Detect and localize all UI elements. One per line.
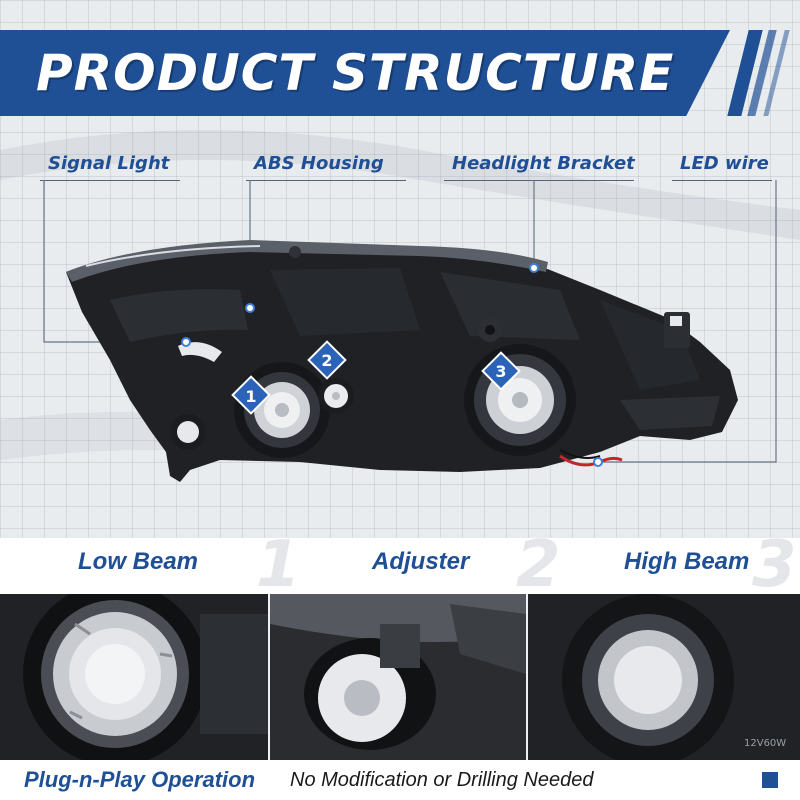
closeup-low-beam (0, 594, 268, 760)
label-signal-light: Signal Light (48, 153, 170, 174)
bulb-rating-text: 12V60W (744, 738, 786, 749)
abs-housing-dot (245, 303, 255, 313)
signal-socket (170, 414, 206, 450)
label-led-wire: LED wire (680, 153, 769, 174)
marker-3-label: 3 (495, 362, 506, 381)
label-underline (246, 180, 406, 181)
feature-number-2: 2 (516, 528, 561, 602)
led-wire-dot (593, 457, 603, 467)
feature-number-3: 3 (752, 528, 797, 602)
footer (0, 760, 800, 800)
footer-text: No Modification or Drilling Needed (290, 769, 594, 791)
signal-light-dot (181, 337, 191, 347)
page-title: PRODUCT STRUCTURE (36, 44, 675, 102)
feature-label-band (0, 538, 800, 594)
marker-2: 2 (307, 340, 347, 380)
marker-1-label: 1 (245, 387, 256, 406)
leader-line-led-wire (598, 180, 777, 463)
marker-3: 3 (481, 351, 521, 391)
footer-highlight: Plug-n-Play Operation (24, 767, 256, 792)
title-banner (0, 30, 730, 116)
headlight-bracket-dot (529, 263, 539, 273)
feature-adjuster: Adjuster (372, 548, 470, 575)
feature-low-beam: Low Beam (78, 548, 199, 575)
marker-2-label: 2 (321, 351, 332, 370)
headlight-assembly-illustration: 1 2 3 (43, 180, 777, 482)
closeup-high-beam: 12V60W (528, 594, 800, 760)
feature-number-1: 1 (256, 528, 301, 602)
feature-high-beam: High Beam (624, 548, 750, 575)
label-underline (672, 180, 772, 181)
closeup-adjuster (270, 594, 526, 760)
label-headlight-bracket: Headlight Bracket (452, 153, 635, 174)
label-underline (40, 180, 180, 181)
high-beam-socket (464, 344, 576, 456)
label-abs-housing: ABS Housing (254, 153, 384, 174)
footer-square (762, 772, 778, 788)
adjuster-knob (318, 378, 354, 414)
label-underline (444, 180, 634, 181)
marker-1: 1 (231, 375, 271, 415)
